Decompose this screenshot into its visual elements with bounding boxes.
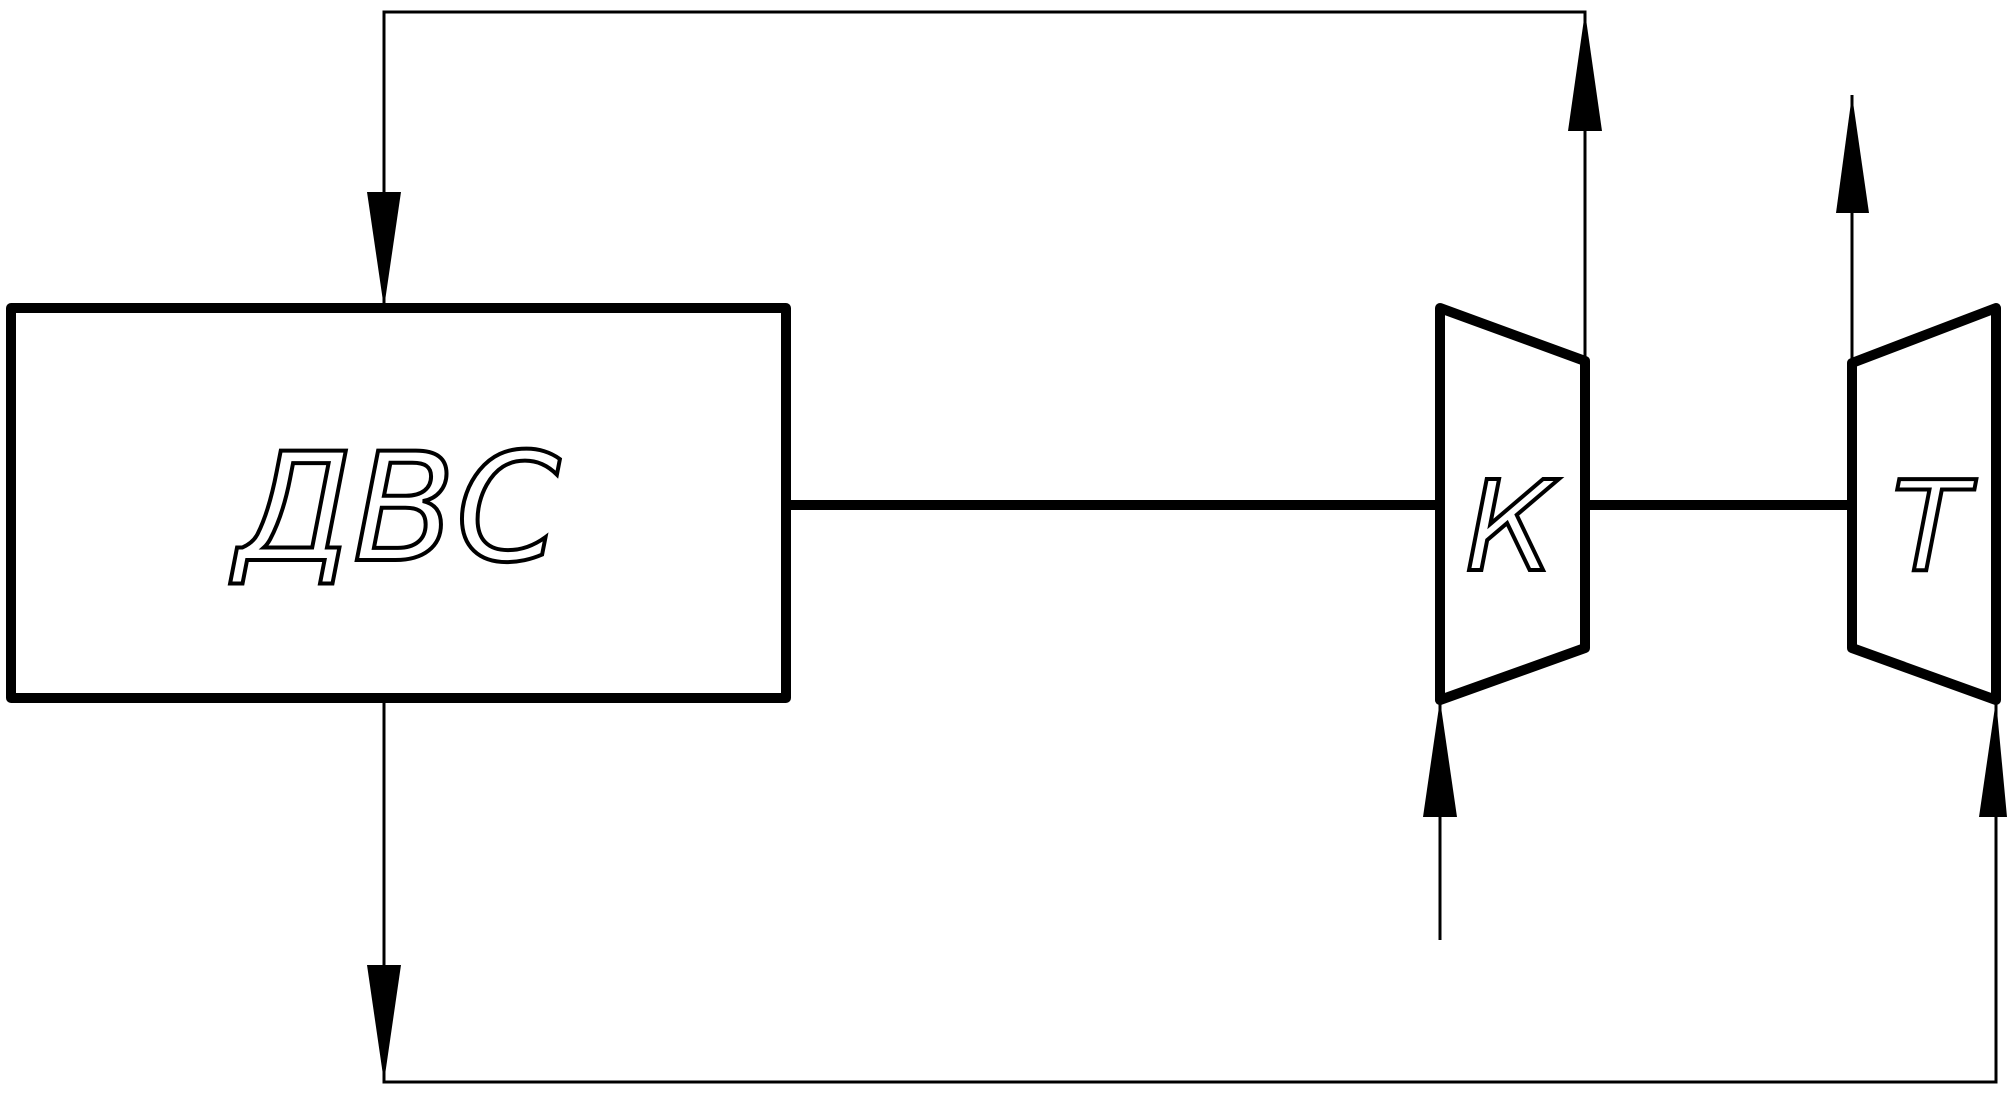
compressor-label: К xyxy=(1466,455,1560,600)
exhaust-up-arrowhead xyxy=(1979,700,2007,817)
charge-air-up-arrowhead xyxy=(1568,12,1602,131)
charge-air-line xyxy=(382,10,1587,361)
charge-air-down-arrowhead xyxy=(367,192,401,308)
compressor-intake-arrowhead xyxy=(1423,700,1457,817)
turbine-exhaust-arrowhead xyxy=(1836,95,1869,213)
exhaust-down-arrowhead xyxy=(367,965,401,1082)
engine-label: ДВС xyxy=(230,422,561,596)
exhaust-gas-line xyxy=(382,698,1998,1084)
compressor-body xyxy=(1435,303,1590,705)
turbine-label: Т xyxy=(1892,455,1977,600)
